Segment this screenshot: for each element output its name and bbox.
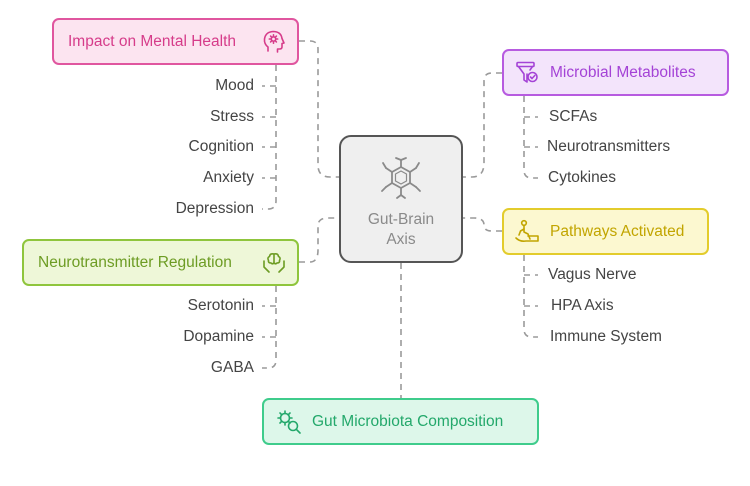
connector-mental-health bbox=[299, 40, 339, 178]
node-microbial-metabolites[interactable]: Microbial Metabolites bbox=[502, 49, 729, 96]
list-item: Dopamine bbox=[183, 328, 254, 345]
list-item: Serotonin bbox=[187, 297, 254, 314]
node-label: Neurotransmitter Regulation bbox=[38, 253, 232, 271]
branch-pathways bbox=[523, 255, 538, 338]
filter-funnel-icon bbox=[514, 60, 540, 86]
list-item: SCFAs bbox=[549, 108, 598, 125]
list-item: Neurotransmitters bbox=[547, 138, 671, 155]
node-pathways-activated[interactable]: Pathways Activated bbox=[502, 208, 709, 255]
center-label: Gut-Brain Axis bbox=[367, 211, 435, 248]
list-item: Vagus Nerve bbox=[548, 266, 637, 283]
node-impact-mental-health[interactable]: Impact on Mental Health bbox=[52, 18, 299, 65]
node-label: Impact on Mental Health bbox=[68, 32, 237, 50]
list-item: Stress bbox=[210, 108, 254, 125]
center-node: Gut-Brain Axis bbox=[339, 135, 463, 263]
list-item: Cognition bbox=[188, 138, 255, 155]
list-item: Immune System bbox=[550, 328, 662, 345]
connector-neuro-regulation bbox=[299, 217, 339, 263]
list-item: Anxiety bbox=[203, 169, 254, 186]
list-item: Depression bbox=[175, 200, 254, 217]
head-gear-icon bbox=[261, 29, 287, 55]
brain-hands-icon bbox=[261, 250, 287, 276]
list-item: GABA bbox=[210, 359, 254, 376]
node-label: Microbial Metabolites bbox=[550, 63, 696, 81]
list-item: HPA Axis bbox=[551, 297, 614, 314]
branch-metabolites bbox=[523, 96, 538, 179]
node-label: Gut Microbiota Composition bbox=[312, 412, 504, 430]
node-neurotransmitter-regulation[interactable]: Neurotransmitter Regulation bbox=[22, 239, 299, 286]
connector-pathways bbox=[463, 217, 502, 232]
person-pathway-icon bbox=[514, 219, 540, 245]
connector-metabolites bbox=[463, 72, 502, 178]
branch-mental-health bbox=[262, 65, 277, 210]
branch-neuro-regulation bbox=[262, 286, 277, 369]
node-gut-microbiota-composition[interactable]: Gut Microbiota Composition bbox=[262, 398, 539, 445]
molecule-icon bbox=[380, 157, 422, 204]
list-item: Cytokines bbox=[548, 169, 617, 186]
list-item: Mood bbox=[215, 77, 254, 94]
node-label: Pathways Activated bbox=[550, 222, 685, 240]
microbe-search-icon bbox=[276, 409, 302, 435]
